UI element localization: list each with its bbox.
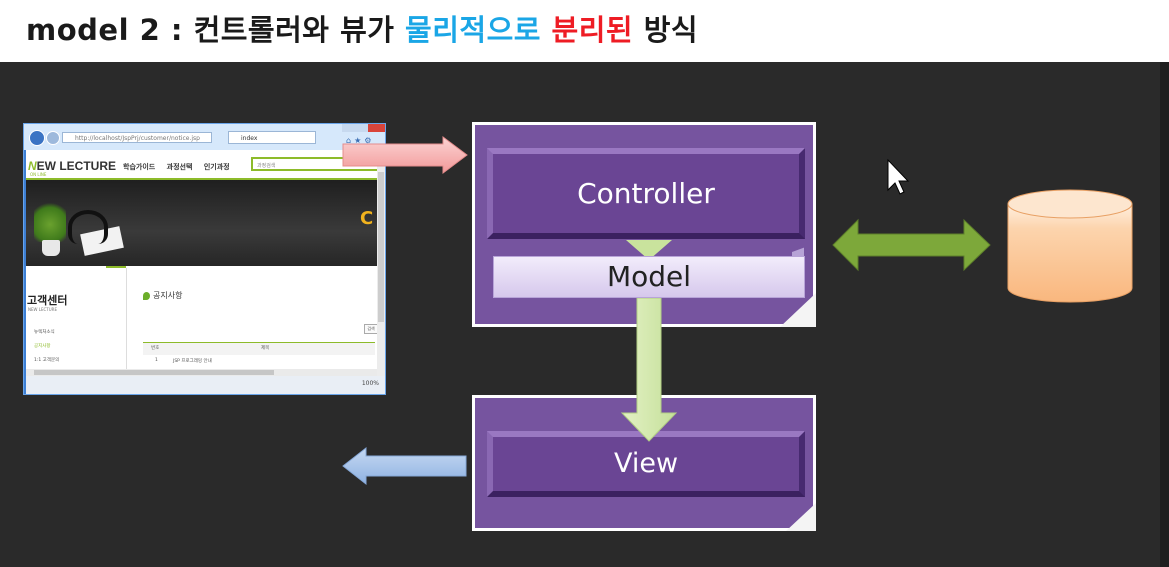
controller-box: Controller: [487, 148, 805, 239]
scroll-thumb[interactable]: [378, 172, 384, 322]
table-cell-num: 1: [155, 358, 158, 363]
banner-letter: C: [360, 208, 374, 229]
page-vertical-scrollbar[interactable]: [377, 150, 385, 376]
home-star-gear-icons[interactable]: ⌂★⚙: [346, 136, 375, 145]
site-search-input[interactable]: 과정검색: [251, 157, 377, 171]
browser-statusbar: 100%: [26, 376, 385, 394]
browser-window: http://localhost/JspPrj/customer/notice.…: [23, 123, 386, 395]
maximize-button[interactable]: [355, 124, 368, 132]
database-arrow: [832, 218, 991, 272]
side-menu-item[interactable]: 뉴렉처소식: [34, 330, 55, 335]
address-bar[interactable]: http://localhost/JspPrj/customer/notice.…: [62, 132, 212, 143]
database-icon: [1007, 189, 1133, 303]
slide-header: model 2 : 컨트롤러와 뷰가 물리적으로 분리된 방식: [0, 0, 1169, 62]
browser-toolbar: http://localhost/JspPrj/customer/notice.…: [24, 124, 385, 150]
horizontal-scrollbar[interactable]: [26, 369, 377, 376]
headset-image: [68, 210, 108, 244]
logo-subtitle: ON LINE: [30, 172, 47, 177]
vertical-scrollbar[interactable]: [1160, 62, 1169, 567]
scroll-thumb[interactable]: [34, 370, 274, 375]
logo-text: EW LECTURE: [36, 159, 117, 173]
table-header-title: 제목: [261, 346, 270, 351]
web-page: NEW LECTURE ON LINE 학습가이드 과정선택 인기과정 과정검색…: [26, 150, 377, 376]
plant-pot-image: [42, 240, 60, 256]
controller-to-model-pointer: [626, 240, 672, 260]
title-suffix: 방식: [633, 13, 699, 47]
notice-heading: 공지사항: [153, 291, 183, 300]
title-prefix: model 2 : 컨트롤러와 뷰가: [26, 13, 406, 47]
board-search-button[interactable]: 검색: [364, 324, 377, 334]
table-row[interactable]: 1 JSP 프로그래밍 안내: [143, 358, 375, 368]
title-highlight-red: 분리된: [551, 13, 634, 47]
leaf-icon: [143, 292, 150, 300]
site-logo[interactable]: NEW LECTURE: [28, 159, 116, 173]
customer-center-title: 고객센터: [27, 294, 68, 307]
side-menu-item[interactable]: 1:1 고객문의: [34, 358, 60, 363]
close-button[interactable]: [368, 124, 385, 132]
browser-tab[interactable]: index: [228, 131, 316, 144]
sidebar-divider: [126, 268, 127, 376]
logo-letter: N: [28, 159, 37, 173]
site-menu[interactable]: 학습가이드 과정선택 인기과정: [123, 163, 230, 171]
response-arrow: [342, 446, 467, 486]
table-header-num: 번호: [151, 346, 160, 351]
plant-image: [34, 198, 66, 242]
table-header: 번호 제목: [143, 343, 375, 355]
window-controls: [342, 124, 385, 133]
side-accent: [106, 266, 126, 268]
model-to-view-arrow: [620, 297, 678, 442]
header-divider: [26, 178, 377, 180]
zoom-level[interactable]: 100%: [361, 380, 379, 387]
request-arrow: [342, 136, 468, 174]
customer-center-subtitle: NEW LECTURE: [28, 307, 57, 312]
back-button[interactable]: [29, 130, 45, 146]
model-box: Model: [493, 256, 805, 298]
minimize-button[interactable]: [342, 124, 355, 132]
table-cell-title[interactable]: JSP 프로그래밍 안내: [173, 359, 212, 364]
table-top-line: [143, 342, 375, 343]
mouse-cursor-icon: [887, 158, 910, 195]
slide-title: model 2 : 컨트롤러와 뷰가 물리적으로 분리된 방식: [26, 7, 698, 49]
title-highlight-blue: 물리적으로: [405, 13, 541, 47]
side-menu-item-active[interactable]: 공지사항: [34, 344, 51, 349]
forward-button[interactable]: [46, 131, 60, 145]
